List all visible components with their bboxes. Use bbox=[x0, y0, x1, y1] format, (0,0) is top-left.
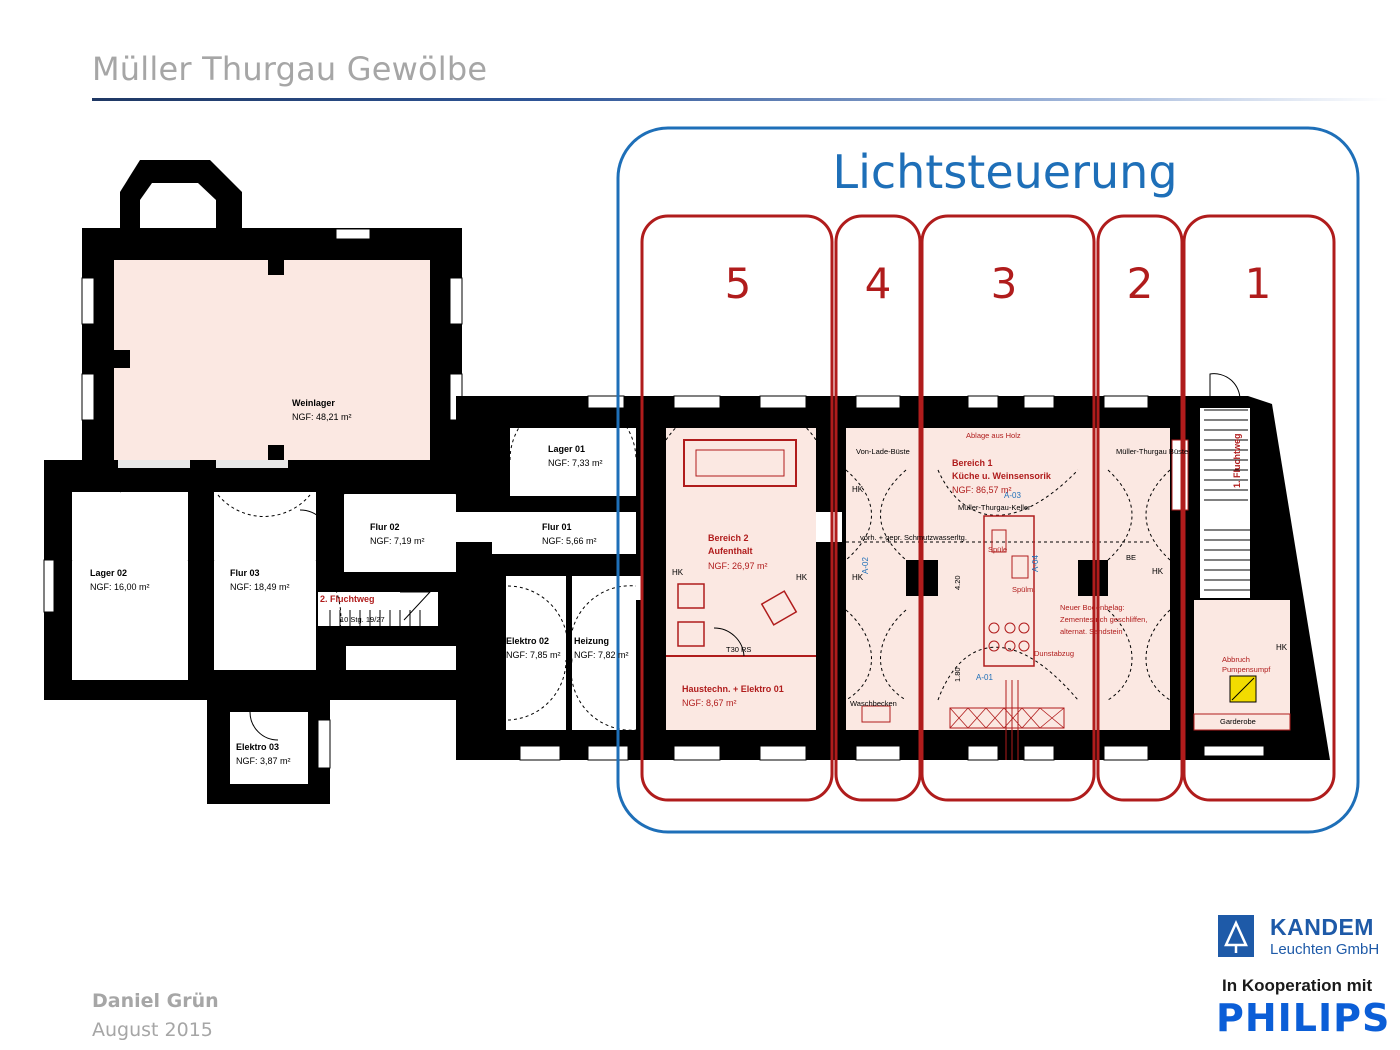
kandem-brand-sub: Leuchten GmbH bbox=[1270, 941, 1380, 958]
abbruch-label-2: Pumpensumpf bbox=[1222, 665, 1271, 674]
schmutz-label: vorh. + gepr. Schmutzwasserltg. bbox=[860, 533, 967, 542]
lighting-frame bbox=[616, 126, 1360, 834]
section-a01: A-01 bbox=[976, 673, 993, 682]
vonlade-label: Von-Lade-Büste bbox=[856, 447, 910, 456]
left-wing-rooms bbox=[43, 228, 472, 784]
hk-label-4: HK bbox=[852, 573, 864, 582]
room-elektro03-area: NGF: 3,87 m² bbox=[236, 756, 291, 766]
zone-5-boundary[interactable] bbox=[640, 214, 834, 802]
kandem-brand-name: KANDEM bbox=[1270, 914, 1374, 940]
section-a02: A-02 bbox=[861, 557, 870, 574]
mueller-bueste-label: Müller-Thurgau Büste bbox=[1116, 447, 1188, 456]
kandem-lamp-icon bbox=[1218, 915, 1254, 957]
room-elektro02-area: NGF: 7,85 m² bbox=[506, 650, 561, 660]
boden-label-1: Neuer Bodenbelag: bbox=[1060, 603, 1125, 612]
door-label-t30rs-5: T30 RS bbox=[726, 645, 751, 654]
room-flur01-name: Flur 01 bbox=[542, 522, 572, 532]
door-label-t30rs-1: T30 RS bbox=[286, 479, 311, 488]
stairs-label: 10 Stg. 19/27 bbox=[340, 615, 385, 624]
zone-1-label: 1 bbox=[1245, 259, 1272, 308]
door-label-t30-1: T30 bbox=[556, 501, 569, 510]
author-name: Daniel Grün bbox=[92, 990, 219, 1012]
door-label-t30-2: T30 bbox=[540, 563, 553, 572]
page-title: Müller Thurgau Gewölbe bbox=[92, 50, 488, 88]
dim-180: 1.80 bbox=[953, 667, 962, 682]
zone-1-boundary[interactable] bbox=[1182, 214, 1336, 802]
room-lager01-name: Lager 01 bbox=[548, 444, 585, 454]
left-wing-walls bbox=[44, 160, 516, 804]
section-a03: A-03 bbox=[1004, 491, 1021, 500]
hk-label-6: HK bbox=[1276, 643, 1288, 652]
be-label: BE bbox=[1126, 553, 1136, 562]
keller-label: Müller-Thurgau-Keller bbox=[958, 503, 1031, 512]
room-weinlager-name: Weinlager bbox=[292, 398, 335, 408]
room-haustechnik-name: Haustechn. + Elektro 01 bbox=[682, 684, 784, 694]
zone-4-boundary[interactable] bbox=[834, 214, 922, 802]
ablage-label: Ablage aus Holz bbox=[966, 431, 1021, 440]
room-flur02-name: Flur 02 bbox=[370, 522, 400, 532]
room-bereich1-name: Bereich 1 bbox=[952, 458, 993, 468]
room-heizung-area: NGF: 7,82 m² bbox=[574, 650, 629, 660]
room-lager02-name: Lager 02 bbox=[90, 568, 127, 578]
title-divider bbox=[92, 98, 1388, 101]
hk-label-5: HK bbox=[1152, 567, 1164, 576]
garderobe-label: Garderobe bbox=[1220, 717, 1256, 726]
dunst-label: Dunstabzug bbox=[1034, 649, 1074, 658]
door-label-t30rs-2: T30 RS bbox=[190, 568, 199, 593]
philips-logo: PHILIPS bbox=[1216, 996, 1391, 1040]
room-haustechnik-area: NGF: 8,67 m² bbox=[682, 698, 737, 708]
room-bereich2-name: Bereich 2 bbox=[708, 533, 749, 543]
presentation-date: August 2015 bbox=[92, 1019, 213, 1041]
room-flur03-area: NGF: 18,49 m² bbox=[230, 582, 290, 592]
door-label-t30rs-4: T30 RS bbox=[252, 679, 277, 688]
room-flur03-name: Flur 03 bbox=[230, 568, 260, 578]
fluchtweg-2-label: 2. Fluchtweg bbox=[320, 594, 375, 604]
boden-label-2: Zementestrich geschliffen, bbox=[1060, 615, 1147, 624]
zone-3-label: 3 bbox=[991, 259, 1018, 308]
room-weinlager-area: NGF: 48,21 m² bbox=[292, 412, 352, 422]
zone-4-label: 4 bbox=[865, 259, 892, 308]
lighting-title: Lichtsteuerung bbox=[832, 145, 1177, 199]
hk-label-2: HK bbox=[796, 573, 808, 582]
door-label-t30rs-3: T30 RS bbox=[330, 520, 339, 545]
zone-3-boundary[interactable] bbox=[920, 214, 1096, 802]
hk-label-1: HK bbox=[672, 568, 684, 577]
door-label-t30rs-6: T30 RS bbox=[652, 520, 661, 545]
boden-label-3: alternat. Sandstein bbox=[1060, 627, 1123, 636]
door-label-t30-3: T30 bbox=[588, 563, 601, 572]
spuele-label: Spüle bbox=[988, 545, 1007, 554]
section-a04: A-04 bbox=[1031, 555, 1040, 572]
room-flur02-area: NGF: 7,19 m² bbox=[370, 536, 425, 546]
room-bereich2-use: Aufenthalt bbox=[708, 546, 753, 556]
room-bereich2-area: NGF: 26,97 m² bbox=[708, 561, 768, 571]
room-heizung-name: Heizung bbox=[574, 636, 609, 646]
room-elektro03-name: Elektro 03 bbox=[236, 742, 279, 752]
room-lager02-area: NGF: 16,00 m² bbox=[90, 582, 150, 592]
hk-label-3: HK bbox=[852, 485, 864, 494]
dim-420: 4.20 bbox=[953, 575, 962, 590]
room-bereich1-use: Küche u. Weinsensorik bbox=[952, 471, 1052, 481]
zone-2-boundary[interactable] bbox=[1096, 214, 1184, 802]
waschbecken-label: Waschbecken bbox=[850, 699, 897, 708]
room-bereich1-area: NGF: 86,57 m² bbox=[952, 485, 1012, 495]
room-lager01-area: NGF: 7,33 m² bbox=[548, 458, 603, 468]
lighting-zones: 5 4 3 2 1 bbox=[640, 214, 1336, 802]
zone-5-label: 5 bbox=[725, 259, 752, 308]
fluchtweg-1-label: 1. Fluchtweg bbox=[1232, 433, 1242, 488]
room-elektro02-name: Elektro 02 bbox=[506, 636, 549, 646]
cooperation-label: In Kooperation mit bbox=[1222, 976, 1373, 995]
spuelm-label: Spülm. bbox=[1012, 585, 1035, 594]
room-flur01-area: NGF: 5,66 m² bbox=[542, 536, 597, 546]
zone-2-label: 2 bbox=[1127, 259, 1154, 308]
abbruch-label-1: Abbruch bbox=[1222, 655, 1250, 664]
